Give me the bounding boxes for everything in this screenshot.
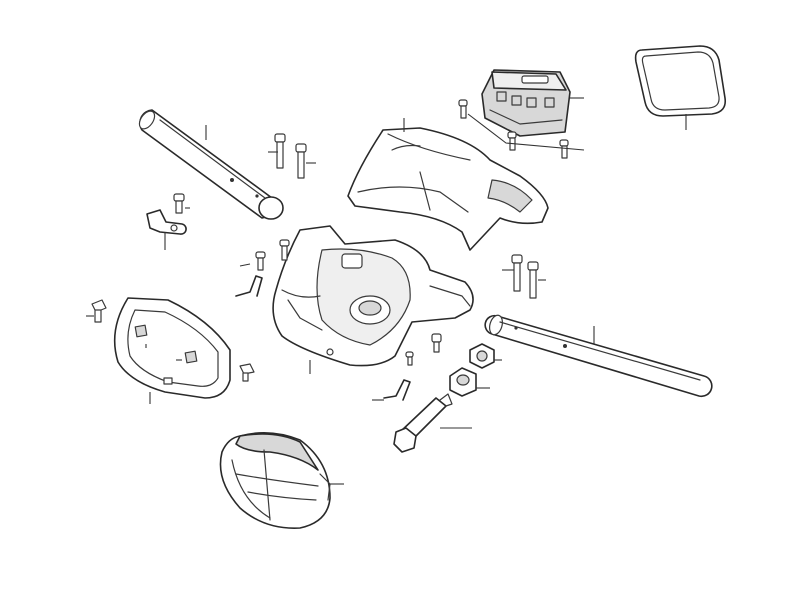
long-bolt (393, 393, 472, 453)
headlight-frame (113, 297, 231, 404)
bolt-pair-upper-left (268, 133, 316, 179)
hose-fittings (372, 333, 442, 401)
handlebar-cover-lower (272, 225, 474, 374)
frame-screws (86, 299, 255, 382)
headlight-unit (219, 432, 344, 529)
bolt-pair-right (502, 254, 546, 299)
clamp-bracket (146, 193, 190, 250)
nut (469, 343, 502, 369)
handlebar-cover-upper (347, 118, 549, 251)
instrument-cluster (481, 69, 584, 137)
handlebar-tube-right (484, 314, 713, 398)
washer-collar (449, 367, 490, 397)
handlebar-tube-left (138, 109, 284, 220)
cluster-bolts (458, 99, 585, 159)
instrument-lens-gasket (634, 45, 727, 130)
small-bolts-left (235, 239, 290, 297)
